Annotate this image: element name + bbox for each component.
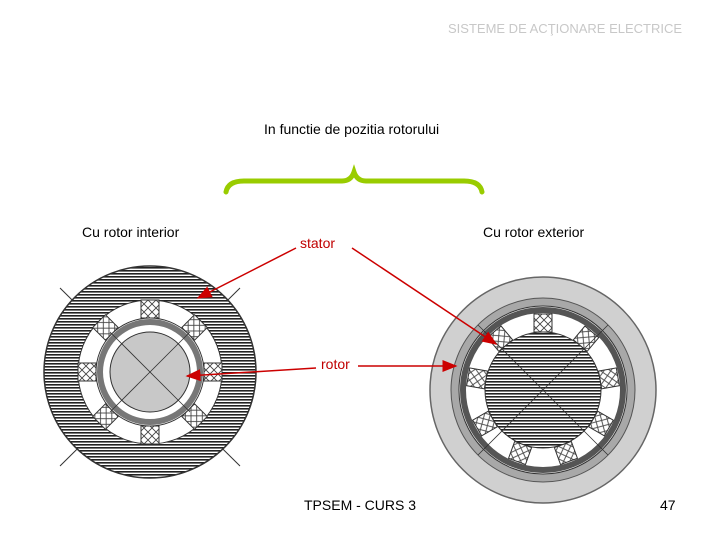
interior-stator-slots (77, 299, 223, 445)
page-number: 47 (660, 497, 676, 513)
exterior-rotor-slots (466, 313, 620, 466)
stator-arrow-left (196, 247, 297, 299)
label-exterior-rotor: Cu rotor exterior (483, 224, 585, 240)
slide-footer: TPSEM - CURS 3 (304, 497, 417, 513)
label-rotor: rotor (321, 356, 350, 372)
rotor-arrow-left (185, 367, 317, 382)
slide-header: SISTEME DE ACŢIONARE ELECTRICE (448, 21, 683, 36)
pointer-arrows (185, 247, 498, 382)
interior-rotor-motor (43, 265, 257, 479)
stator-arrow-right (351, 247, 498, 345)
exterior-rotor-motor (429, 276, 657, 504)
label-interior-rotor: Cu rotor interior (82, 224, 180, 240)
brace-shape (223, 164, 485, 195)
label-stator: stator (300, 235, 336, 251)
slide-subtitle: In functie de pozitia rotorului (264, 121, 440, 137)
